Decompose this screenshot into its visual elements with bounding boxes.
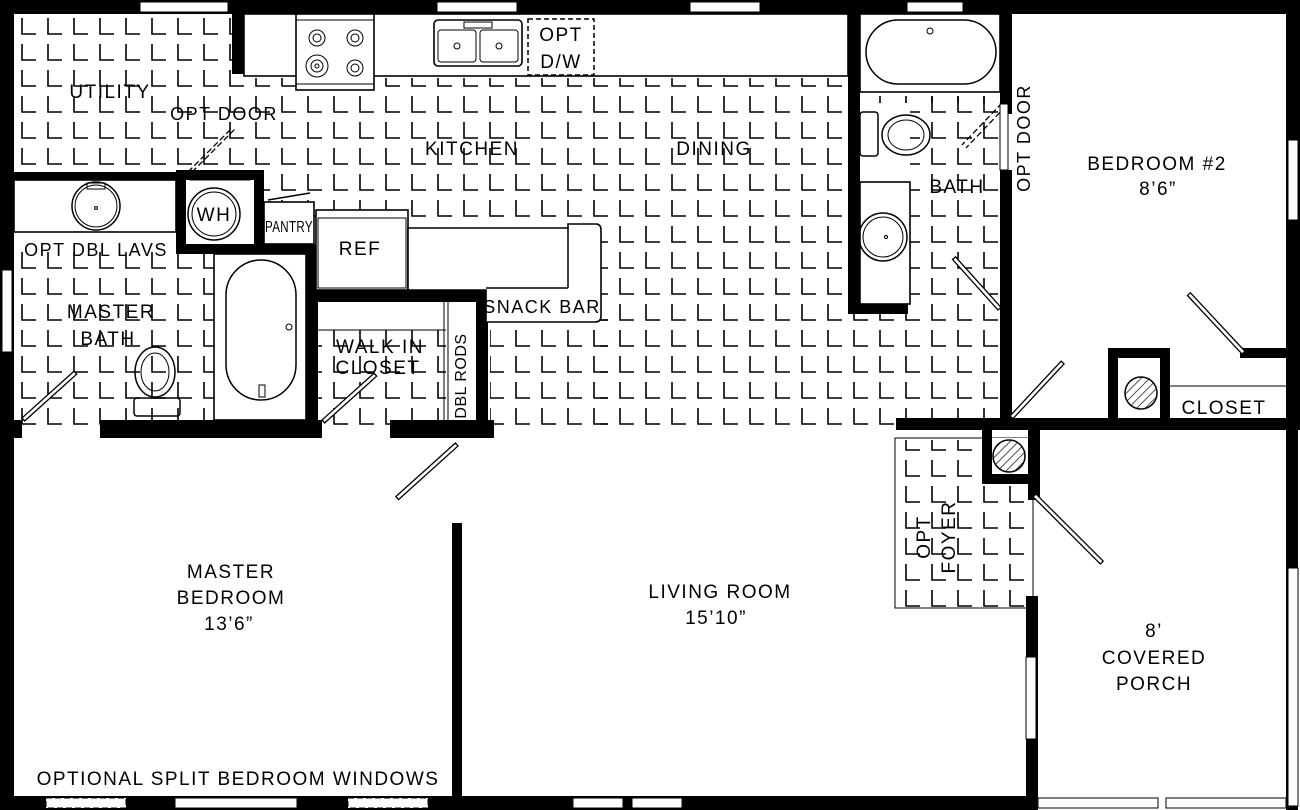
- master-tub: [213, 253, 307, 421]
- opt-dbl-lavs-label: OPT DBL LAVS: [24, 240, 168, 260]
- master-bath-label-1: MASTER: [67, 302, 155, 323]
- master-bath-label-2: BATH: [80, 329, 135, 350]
- bath-tub: [859, 13, 1001, 93]
- bath-label: BATH: [929, 177, 984, 198]
- walk-in-closet-label-2: CLOSET: [335, 358, 420, 379]
- master-bedroom-label-2: BEDROOM: [177, 588, 286, 609]
- utility-label: UTILITY: [69, 82, 150, 103]
- snack-bar: SNACK BAR: [407, 223, 602, 323]
- bedroom2-size: 8’6”: [1139, 179, 1177, 200]
- foyer-label-2: FOYER: [939, 501, 960, 574]
- dining-label: DINING: [676, 139, 752, 160]
- porch-label-2: PORCH: [1116, 674, 1192, 695]
- walk-in-closet-shelves: [318, 302, 449, 420]
- range: [295, 13, 375, 91]
- water-heater: WH: [186, 171, 254, 244]
- refrigerator-label: REF: [339, 239, 382, 260]
- doors: [21, 102, 1246, 565]
- bedroom2-label: BEDROOM #2: [1087, 154, 1227, 175]
- porch-label-1: COVERED: [1102, 648, 1206, 669]
- pantry: PANTRY: [263, 192, 315, 245]
- split-windows-note: OPTIONAL SPLIT BEDROOM WINDOWS: [37, 769, 440, 790]
- opt-dw-label-1: OPT: [539, 25, 583, 46]
- kitchen-sink: [433, 19, 523, 67]
- opt-dw-label-2: D/W: [540, 52, 581, 73]
- master-bedroom-size: 13’6”: [204, 614, 254, 635]
- tile-floor: [14, 14, 1034, 609]
- kitchen-label: KITCHEN: [425, 139, 519, 160]
- living-room-size: 15’10”: [685, 608, 747, 629]
- master-bedroom-label-1: MASTER: [187, 562, 275, 583]
- opt-dishwasher: OPT D/W: [527, 18, 595, 76]
- porch-size: 8’: [1145, 621, 1163, 642]
- closet-label: CLOSET: [1181, 398, 1266, 419]
- opt-door-utility-label: OPT DOOR: [170, 104, 278, 124]
- hvac-chase: [992, 358, 1160, 474]
- snack-bar-label: SNACK BAR: [483, 297, 601, 317]
- water-heater-label: WH: [197, 205, 232, 226]
- bath-vanity: [858, 181, 911, 305]
- pantry-label: PANTRY: [265, 219, 313, 236]
- room-labels: UTILITY OPT DOOR KITCHEN DINING OPT DBL …: [24, 82, 1266, 790]
- opt-door-bath-label: OPT DOOR: [1014, 84, 1034, 192]
- living-room-label: LIVING ROOM: [648, 582, 791, 603]
- foyer-label-1: OPT: [914, 515, 935, 559]
- walk-in-closet-label-1: WALK IN: [336, 337, 424, 358]
- interior-walls: [0, 14, 1300, 810]
- lav-counter: [13, 179, 177, 233]
- refrigerator: REF: [315, 209, 409, 291]
- dbl-rods-label: DBL RODS: [453, 333, 470, 418]
- master-toilet: [133, 346, 181, 417]
- bath-toilet: [859, 111, 931, 157]
